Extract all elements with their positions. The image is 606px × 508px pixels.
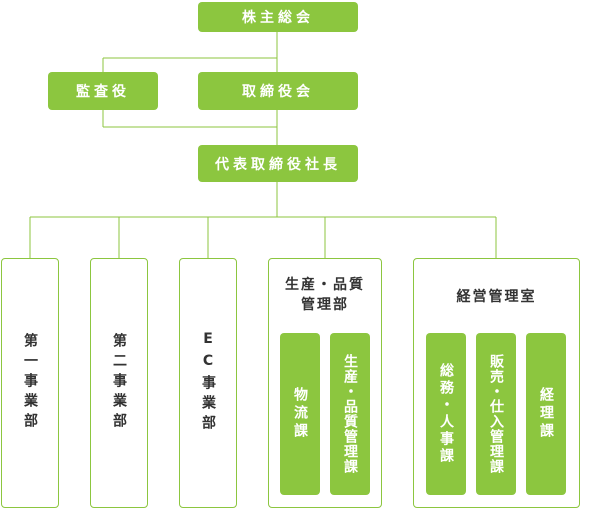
production-quality-dept-title-line1: 生産・品質 xyxy=(285,277,365,293)
sales-purchasing-section-box: 販売・仕入管理課 xyxy=(476,333,516,495)
division-1-box: 第一事業部 xyxy=(1,258,59,508)
management-office-box: 経営管理室 総務・人事課 販売・仕入管理課 経理課 xyxy=(413,258,580,508)
production-quality-dept-box: 生産・品質 管理部 物流課 生産・品質管理課 xyxy=(268,258,382,508)
accounting-section-label: 経理課 xyxy=(538,387,554,441)
production-quality-section-label: 生産・品質管理課 xyxy=(342,354,358,474)
division-2-box: 第二事業部 xyxy=(90,258,148,508)
logistics-section-label: 物流課 xyxy=(292,387,308,441)
division-ec-label: EC事業部 xyxy=(200,331,216,435)
general-affairs-hr-section-label: 総務・人事課 xyxy=(438,363,454,465)
ceo-box: 代表取締役社長 xyxy=(198,145,358,182)
logistics-section-box: 物流課 xyxy=(280,333,320,495)
shareholders-meeting-label: 株主総会 xyxy=(242,10,314,26)
division-2-label: 第二事業部 xyxy=(111,333,127,433)
division-1-label: 第一事業部 xyxy=(22,333,38,433)
ceo-label: 代表取締役社長 xyxy=(215,156,341,173)
auditor-label: 監査役 xyxy=(76,84,130,100)
board-of-directors-label: 取締役会 xyxy=(242,84,314,100)
board-of-directors-box: 取締役会 xyxy=(198,72,358,110)
accounting-section-box: 経理課 xyxy=(526,333,566,495)
production-quality-dept-title-line2: 管理部 xyxy=(301,297,349,313)
sales-purchasing-section-label: 販売・仕入管理課 xyxy=(488,354,504,474)
auditor-box: 監査役 xyxy=(48,72,158,110)
management-office-title: 経営管理室 xyxy=(456,289,537,305)
general-affairs-hr-section-box: 総務・人事課 xyxy=(426,333,466,495)
production-quality-section-box: 生産・品質管理課 xyxy=(330,333,370,495)
production-quality-dept-title: 生産・品質 管理部 xyxy=(269,275,381,315)
shareholders-meeting-box: 株主総会 xyxy=(198,2,358,32)
division-ec-box: EC事業部 xyxy=(179,258,237,508)
